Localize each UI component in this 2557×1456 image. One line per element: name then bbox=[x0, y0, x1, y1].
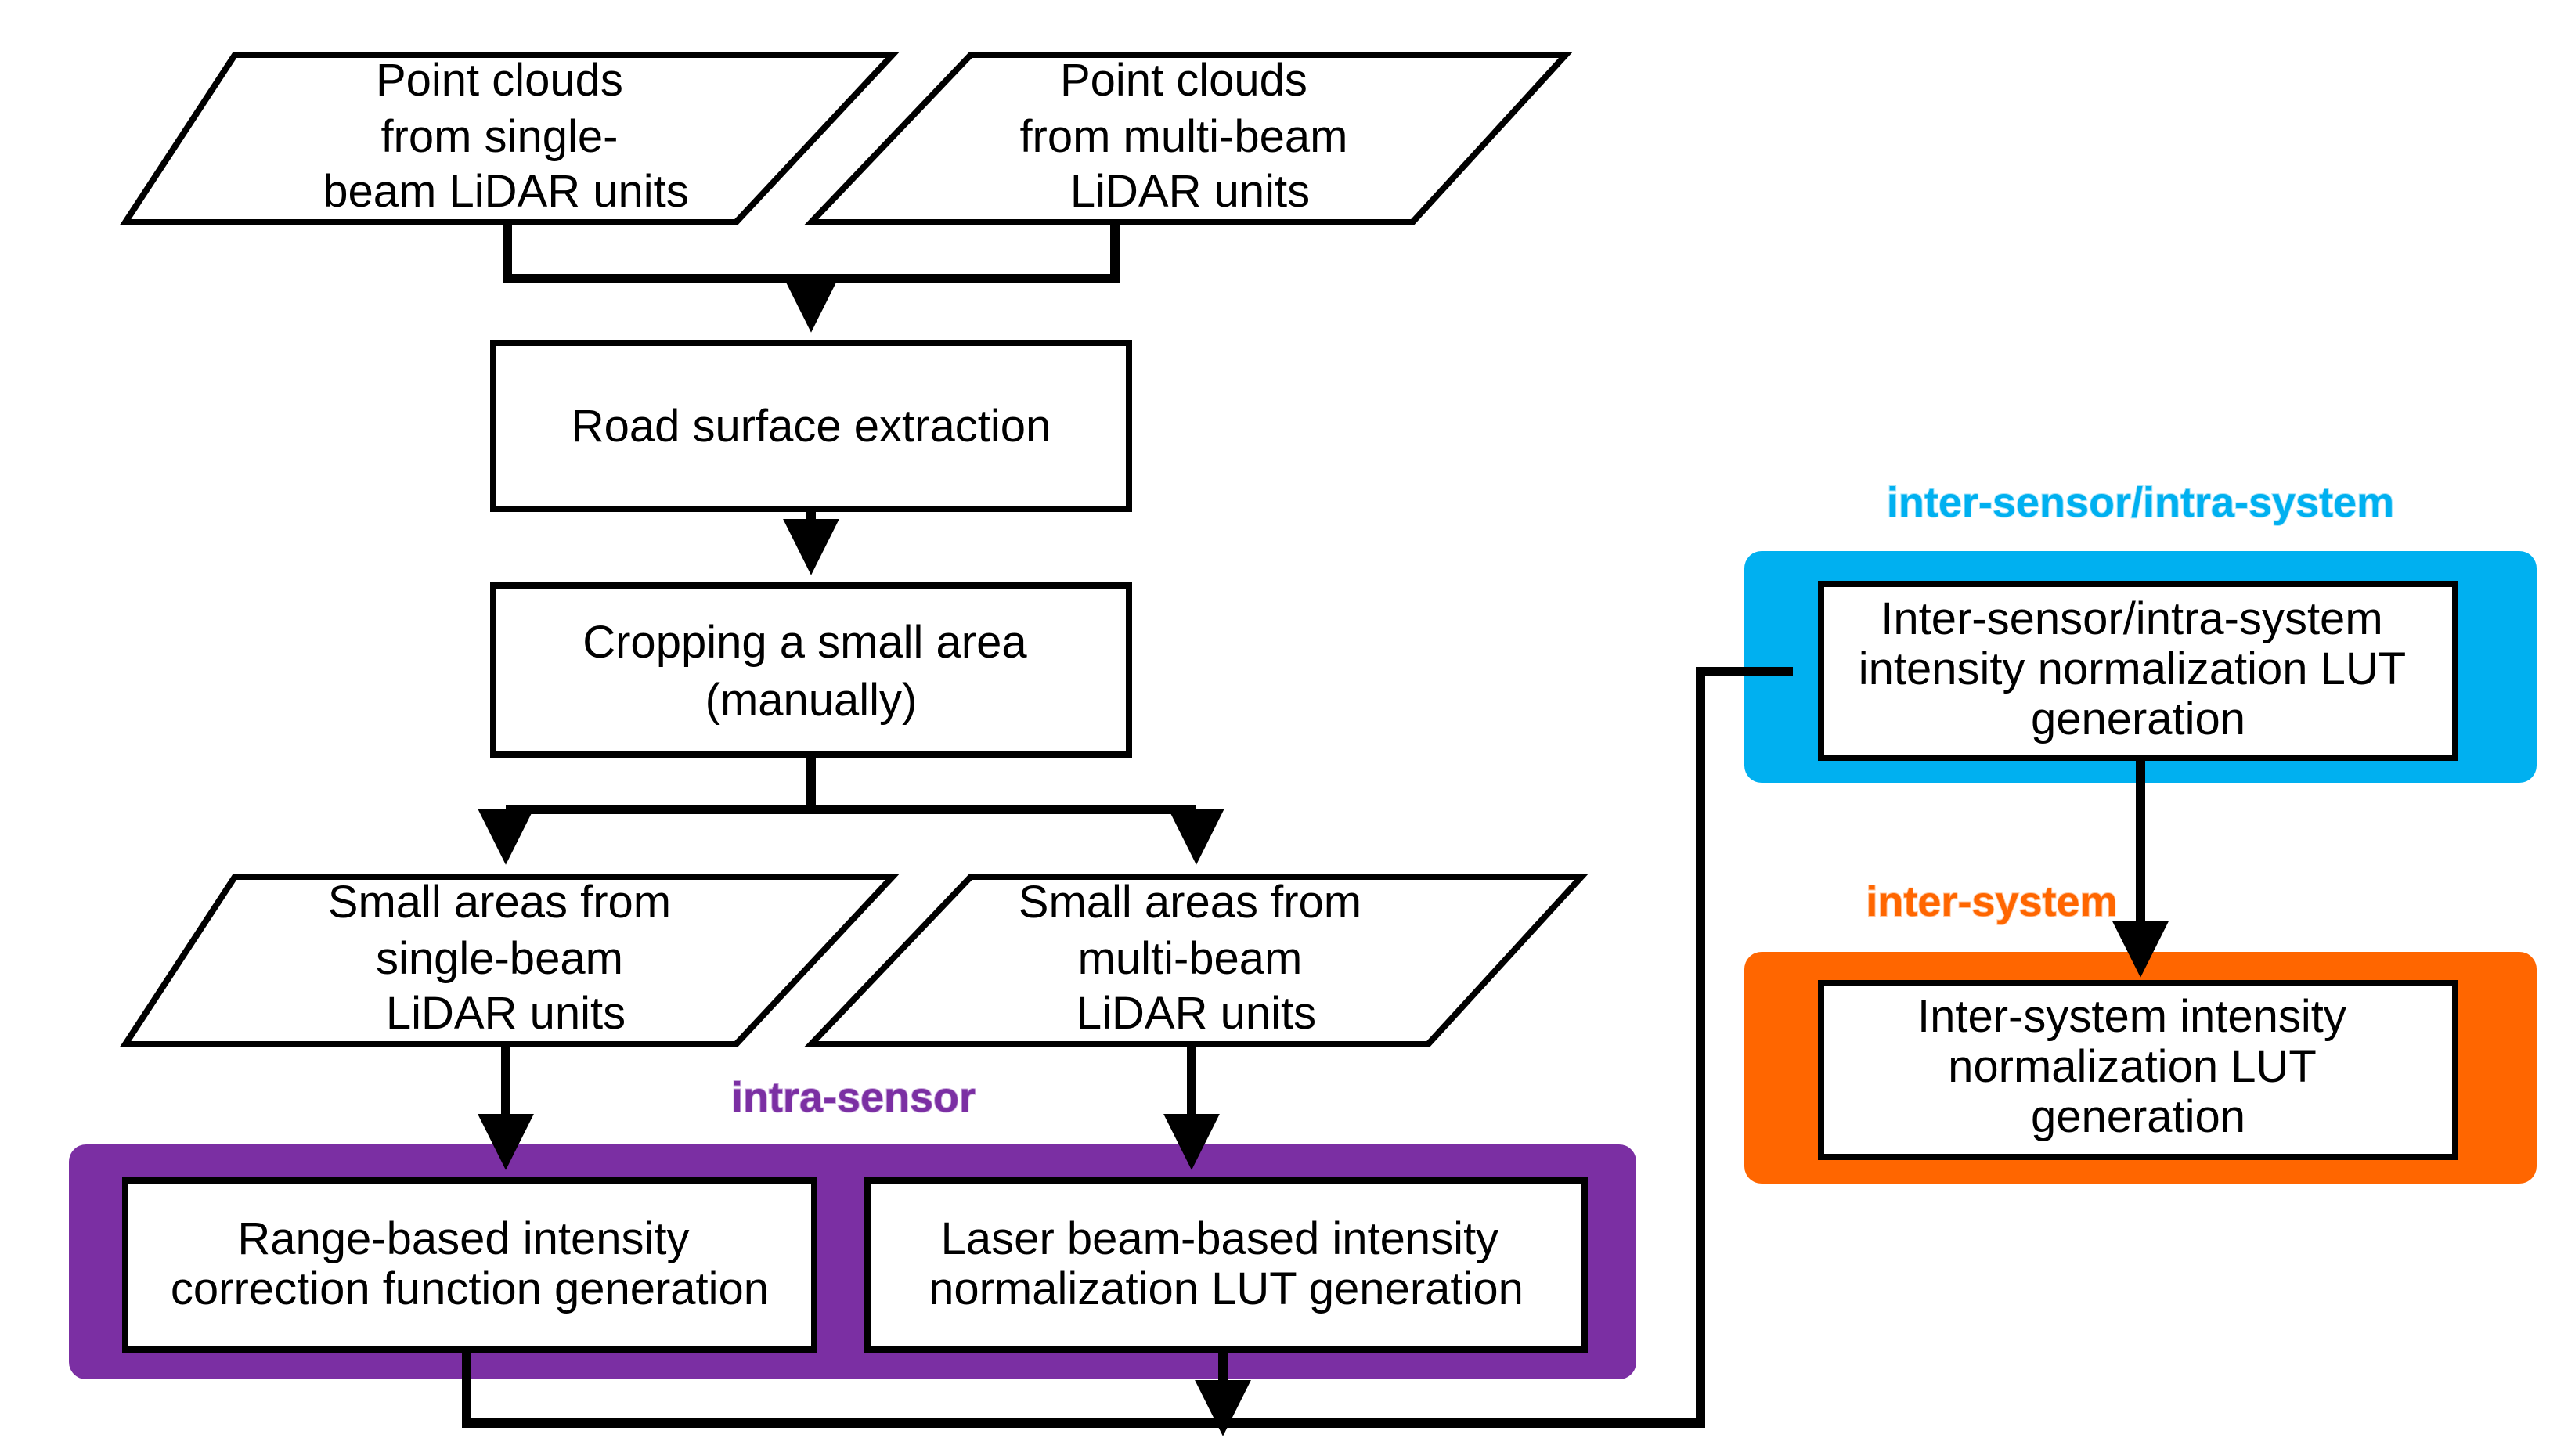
arrow-to-small-single bbox=[506, 809, 1196, 852]
input-multi-beam-shape bbox=[803, 52, 1574, 225]
inter-sensor-lut-label: Inter-sensor/intra-system intensity norm… bbox=[1859, 593, 2418, 744]
inter-system-label: inter-system bbox=[1866, 878, 2117, 925]
inter-system-lut-box bbox=[1818, 980, 2458, 1160]
small-areas-multi-label: Small areas from multi-beam LiDAR units bbox=[1019, 877, 1374, 1039]
cropping-label: Cropping a small area (manually) bbox=[582, 617, 1040, 726]
road-surface-extraction-box bbox=[490, 340, 1132, 512]
intra-sensor-label: intra-sensor bbox=[731, 1074, 976, 1121]
laser-beam-lut-label: Laser beam-based intensity normalization… bbox=[929, 1213, 1524, 1314]
connector-inputs-merge bbox=[503, 224, 1120, 283]
range-correction-box bbox=[122, 1177, 817, 1353]
road-surface-extraction-label: Road surface extraction bbox=[572, 401, 1051, 452]
laser-beam-lut-box bbox=[864, 1177, 1588, 1353]
range-correction-label: Range-based intensity correction functio… bbox=[171, 1213, 769, 1314]
connectors bbox=[462, 224, 2169, 1423]
shapes bbox=[119, 52, 2458, 1353]
inter-sensor-label: inter-sensor/intra-system bbox=[1887, 479, 2394, 526]
input-single-beam-label: Point clouds from single- beam LiDAR uni… bbox=[323, 55, 688, 217]
inter-system-lut-label: Inter-system intensity normalization LUT… bbox=[1917, 991, 2359, 1142]
small-areas-single-label: Small areas from single-beam LiDAR units bbox=[328, 877, 683, 1039]
cropping-box bbox=[490, 582, 1132, 758]
small-areas-single-shape bbox=[119, 874, 900, 1047]
input-multi-beam-label: Point clouds from multi-beam LiDAR units bbox=[1019, 55, 1360, 217]
small-areas-multi-shape bbox=[803, 874, 1589, 1047]
input-single-beam-shape bbox=[119, 52, 900, 225]
arrow-to-inter-sensor-lut bbox=[462, 667, 1793, 1423]
inter-sensor-lut-box bbox=[1818, 581, 2458, 761]
